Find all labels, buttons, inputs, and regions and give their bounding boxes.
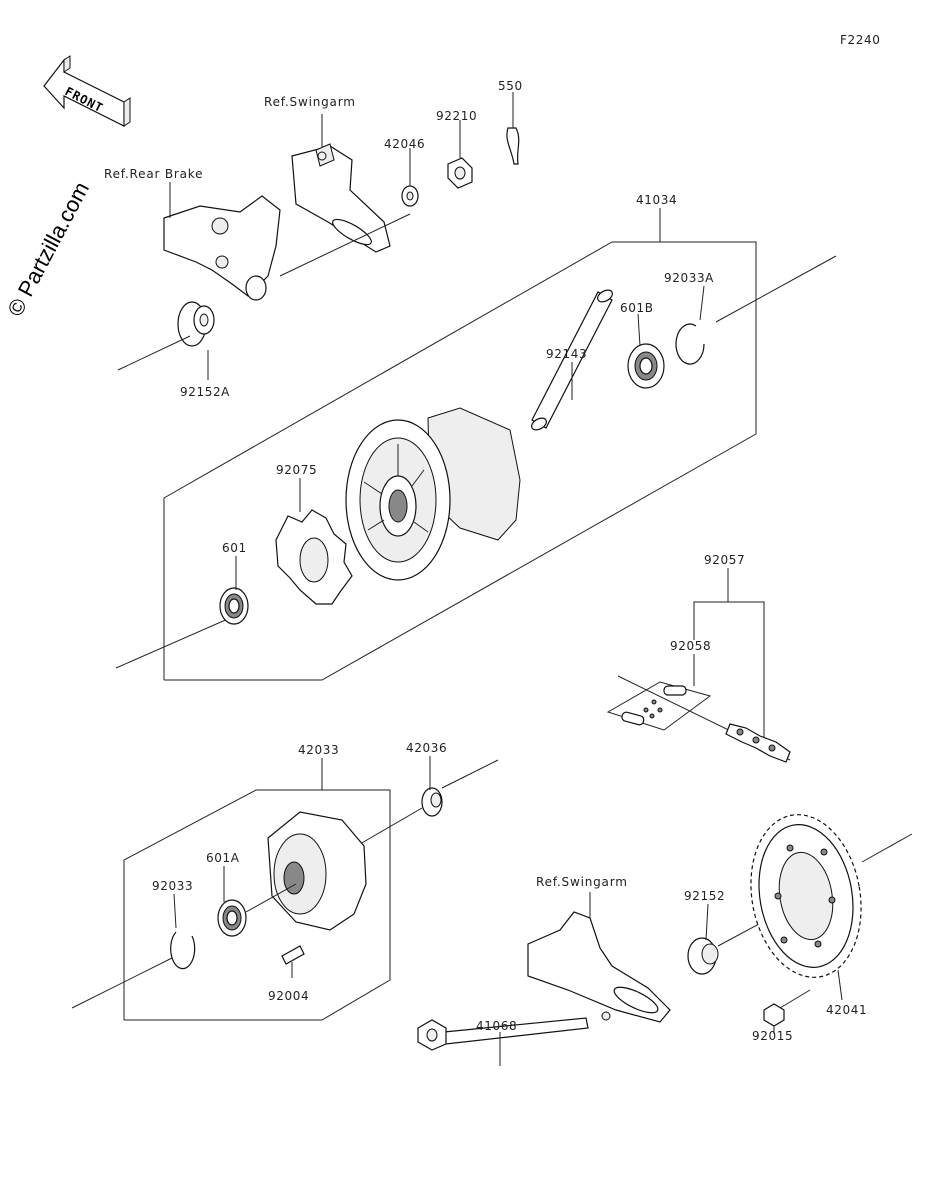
chain-bracket <box>693 601 765 748</box>
part-label-92075: 92075 <box>276 463 317 477</box>
sprocket-hub-42033-drawing <box>267 811 367 931</box>
spacer-tube-92143-drawing <box>531 289 613 431</box>
part-label-92152A: 92152A <box>180 385 230 399</box>
bearing-601A-drawing <box>217 899 247 937</box>
swingarm-bottom-drawing <box>527 911 671 1023</box>
axle-41068-drawing <box>417 1017 589 1051</box>
ref-swingarm-top-label: Ref.Swingarm <box>264 95 356 109</box>
hub-assembly-bracket <box>163 241 757 681</box>
part-label-92057: 92057 <box>704 553 745 567</box>
part-label-42036: 42036 <box>406 741 447 755</box>
part-label-41034: 41034 <box>636 193 677 207</box>
part-label-42033: 42033 <box>298 743 339 757</box>
part-label-601: 601 <box>222 541 247 555</box>
part-label-42046: 42046 <box>384 137 425 151</box>
circlip-92033-drawing <box>170 931 196 970</box>
part-label-550: 550 <box>498 79 523 93</box>
part-label-92143: 92143 <box>546 347 587 361</box>
stud-92004-drawing <box>281 945 305 965</box>
rear-brake-bracket-drawing <box>163 195 281 301</box>
bearing-601-drawing <box>219 587 249 625</box>
part-label-601A: 601A <box>206 851 240 865</box>
collar-92152A-drawing <box>177 301 215 347</box>
rear-hub-drawing <box>345 407 521 581</box>
ref-rear-brake-label: Ref.Rear Brake <box>104 167 203 181</box>
nut-92210-drawing <box>447 157 473 189</box>
ref-swingarm-bottom-label: Ref.Swingarm <box>536 875 628 889</box>
sprocket-hub-bracket <box>123 789 391 1021</box>
cotter-pin-550-drawing <box>506 127 520 165</box>
part-number-labels: 550 92210 42046 41034 92033A 601B 92143 92152A 9… <box>152 79 867 1043</box>
bushing-42036-drawing <box>421 787 443 817</box>
sprocket-42041-drawing <box>750 814 862 978</box>
master-link-92058-drawing <box>606 681 712 731</box>
bearing-601B-drawing <box>627 343 665 389</box>
part-label-92004: 92004 <box>268 989 309 1003</box>
part-label-42041: 42041 <box>826 1003 867 1017</box>
collar-92152-drawing <box>687 937 719 975</box>
watermark-text: © Partzilla.com <box>2 178 94 321</box>
circlip-92033A-drawing <box>675 323 705 365</box>
part-label-92210: 92210 <box>436 109 477 123</box>
part-label-601B: 601B <box>620 301 654 315</box>
part-label-92058: 92058 <box>670 639 711 653</box>
part-label-92033: 92033 <box>152 879 193 893</box>
part-label-92033A: 92033A <box>664 271 714 285</box>
part-label-92015: 92015 <box>752 1029 793 1043</box>
nut-92015-drawing <box>763 1003 785 1027</box>
washer-42046-drawing <box>401 185 419 207</box>
swingarm-top-drawing <box>291 143 391 253</box>
front-arrow-icon: FRONT <box>43 55 131 127</box>
figure-code: F2240 <box>840 33 880 47</box>
part-label-41068: 41068 <box>476 1019 517 1033</box>
part-label-92152: 92152 <box>684 889 725 903</box>
damper-92075-drawing <box>275 509 353 605</box>
